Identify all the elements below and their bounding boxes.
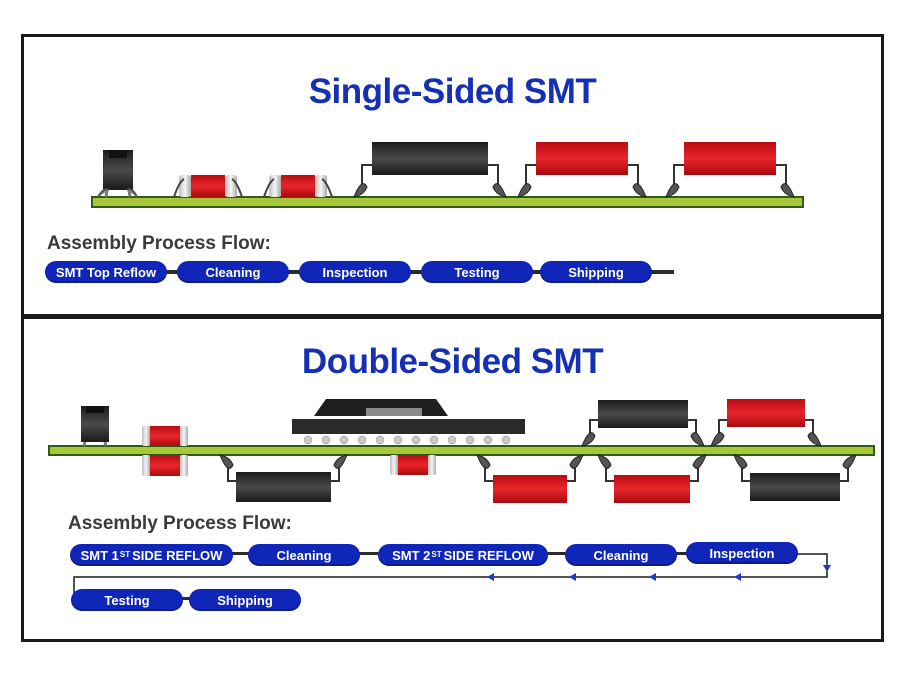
ic-package-red-1: [517, 142, 647, 198]
flow-arrow-icons: [487, 565, 831, 581]
arrow-left-icon: [734, 573, 741, 581]
step-inspection: Inspection: [686, 542, 798, 564]
ic-package-red-2: [665, 142, 795, 198]
double-sided-title: Double-Sided SMT: [301, 342, 604, 381]
single-sided-title: Single-Sided SMT: [308, 72, 597, 111]
ic-package-top-dark-2: [581, 400, 705, 447]
arrow-left-icon: [569, 573, 576, 581]
ic-package-bottom-dark-1: [219, 454, 348, 502]
step-testing: Testing: [71, 589, 183, 611]
arrow-left-icon: [649, 573, 656, 581]
bga-package: [292, 399, 525, 445]
step-shipping: Shipping: [189, 589, 301, 611]
ic-package-top-red-2: [710, 399, 822, 447]
ic-package-dark: [353, 142, 507, 198]
chip-resistor-1: [173, 175, 243, 198]
step-cleaning-2: Cleaning: [565, 544, 677, 566]
step-cleaning-1: Cleaning: [248, 544, 360, 566]
single-flow-label: Assembly Process Flow:: [47, 233, 271, 254]
chip-resistor-bottom-1: [142, 455, 188, 476]
step-shipping: Shipping: [540, 261, 652, 283]
pcb-board: [48, 445, 875, 456]
ic-package-bottom-red-1: [476, 454, 584, 503]
single-sided-panel: Single-Sided SMT: [21, 34, 884, 317]
pcb-board: [91, 196, 804, 208]
chip-resistor-2: [263, 175, 333, 198]
arrow-down-icon: [823, 565, 831, 572]
single-sided-board-illustration: [91, 142, 804, 208]
chip-resistor-bottom-2: [390, 455, 436, 475]
small-transistor-component: [81, 406, 109, 447]
small-transistor-component: [97, 150, 138, 198]
step-smt-top-reflow: SMT Top Reflow: [45, 261, 167, 283]
double-flow-label: Assembly Process Flow:: [68, 513, 292, 534]
step-cleaning: Cleaning: [177, 261, 289, 283]
ic-package-bottom-dark-2: [733, 454, 857, 501]
double-sided-panel: Double-Sided SMT: [21, 316, 884, 642]
arrow-left-icon: [487, 573, 494, 581]
step-inspection: Inspection: [299, 261, 411, 283]
step-testing: Testing: [421, 261, 533, 283]
ic-package-bottom-red-2: [597, 454, 707, 503]
double-sided-board-illustration: [48, 399, 875, 600]
flow-return-path: [73, 553, 828, 600]
chip-resistor-top-1: [142, 426, 188, 446]
